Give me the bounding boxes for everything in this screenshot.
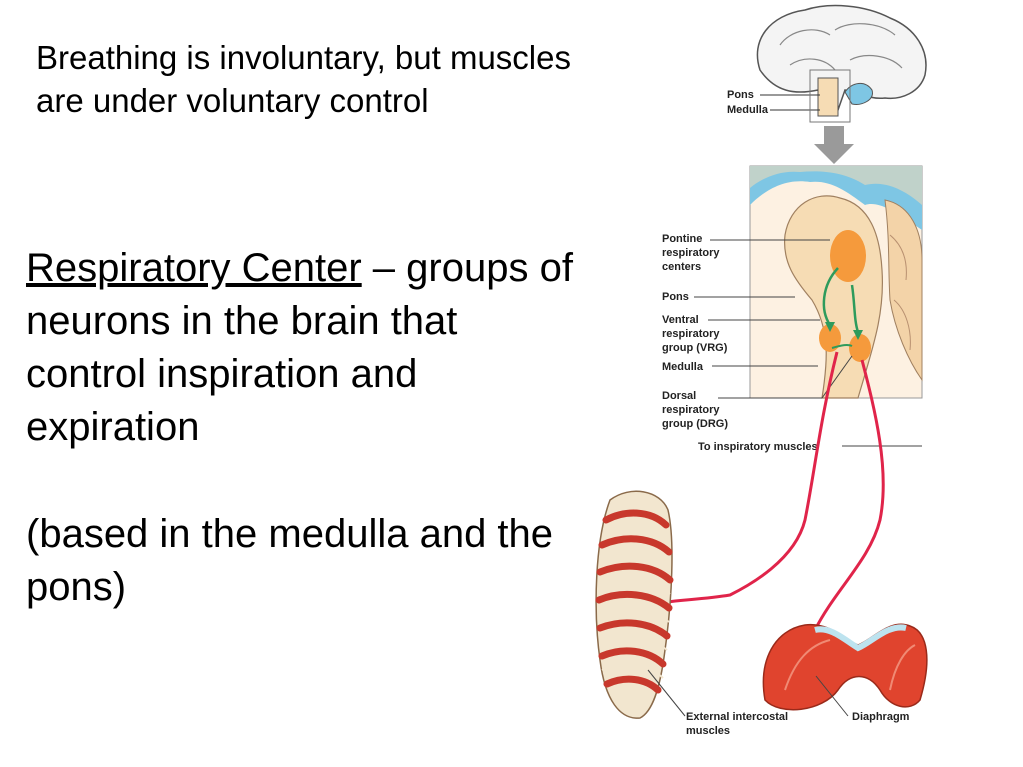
- label-intercostal-2: muscles: [686, 725, 730, 737]
- label-ventral-3: group (VRG): [662, 342, 728, 354]
- nerve-pathways: [647, 351, 885, 631]
- label-pontine-3: centers: [662, 261, 701, 273]
- label-dorsal-2: respiratory: [662, 404, 720, 416]
- label-diaphragm: Diaphragm: [852, 711, 910, 723]
- diaphragm-icon: [762, 623, 928, 711]
- label-pons-top: Pons: [727, 89, 754, 101]
- respiratory-center-figure: Pons Medulla Pontine respiratory centers…: [595, 4, 928, 737]
- definition-text: – groups of neurons in the brain that co…: [26, 246, 573, 449]
- brainstem-detail-panel: [749, 165, 923, 399]
- leader-lines: [694, 239, 922, 447]
- label-ventral-1: Ventral: [662, 314, 699, 326]
- muscle-leader-lines: [647, 669, 849, 717]
- label-ventral-2: respiratory: [662, 328, 720, 340]
- label-medulla: Medulla: [662, 361, 704, 373]
- zoom-arrow-icon: [814, 126, 854, 164]
- label-pons: Pons: [662, 291, 689, 303]
- label-to-inspiratory-muscles: To inspiratory muscles: [698, 441, 818, 453]
- location-note: (based in the medulla and the pons): [26, 512, 554, 609]
- respiratory-center-term: Respiratory Center: [26, 246, 362, 290]
- label-dorsal-1: Dorsal: [662, 390, 696, 402]
- label-medulla-top: Medulla: [727, 104, 769, 116]
- label-pontine-2: respiratory: [662, 247, 720, 259]
- label-intercostal-1: External intercostal: [686, 711, 788, 723]
- definition-paragraph: Respiratory Center – groups of neurons i…: [26, 242, 586, 454]
- label-pontine-1: Pontine: [662, 233, 702, 245]
- rib-cage-icon: [595, 490, 674, 719]
- label-dorsal-3: group (DRG): [662, 418, 728, 430]
- brain-sagittal-icon: [756, 4, 927, 123]
- intro-text: Breathing is involuntary, but muscles ar…: [36, 39, 571, 119]
